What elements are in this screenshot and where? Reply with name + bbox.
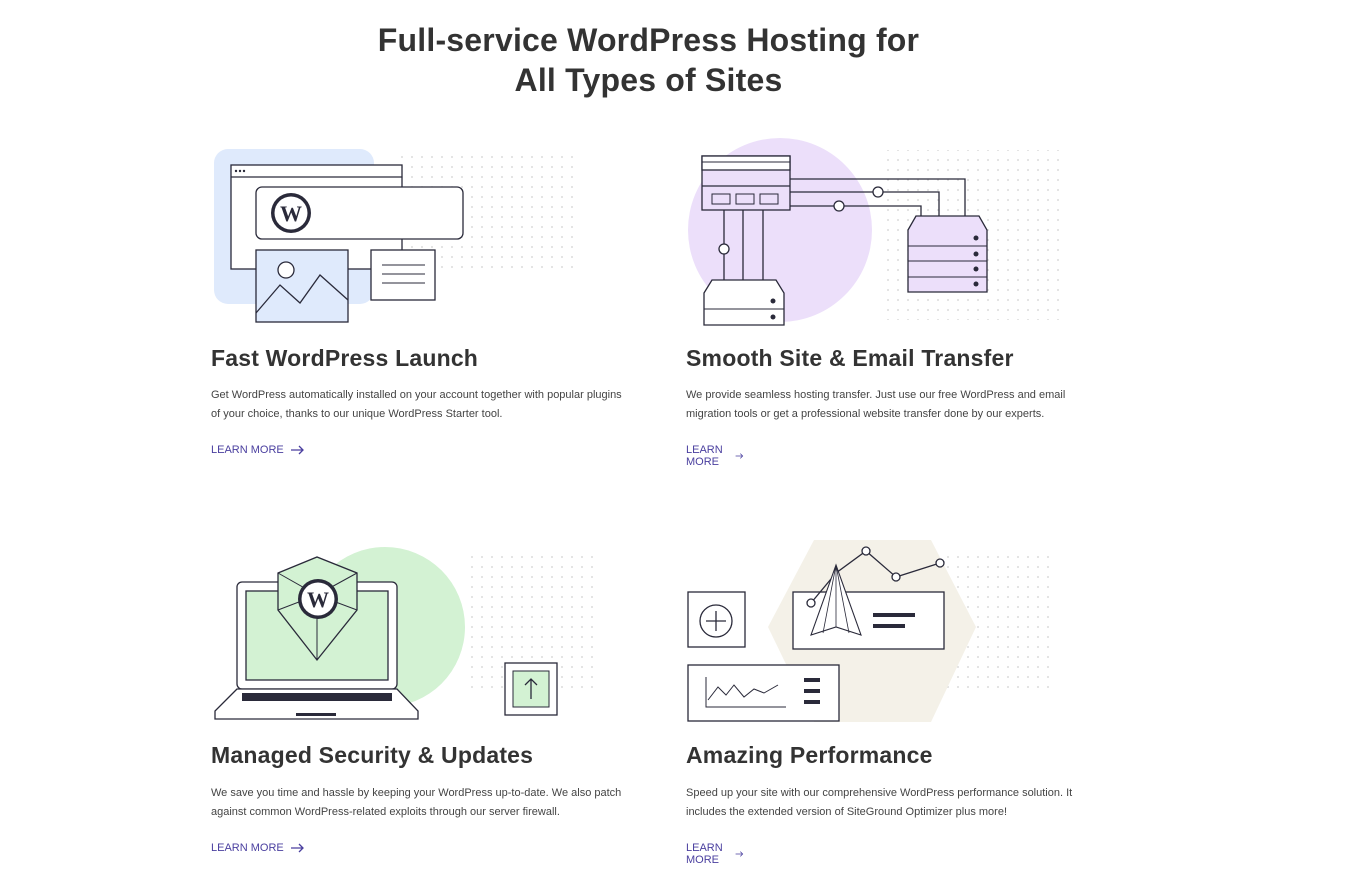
learn-more-link[interactable]: LEARN MORE [686,842,744,866]
learn-more-link[interactable]: LEARN MORE [211,444,305,456]
wordpress-launch-illustration: W [214,149,580,323]
arrow-right-icon [290,445,304,455]
svg-text:W: W [280,201,302,226]
feature-description: We save you time and hassle by keeping y… [211,787,622,818]
page-title: Full-service WordPress Hosting for All T… [377,22,920,98]
feature-heading: Managed Security & Updates [211,742,534,768]
performance-illustration [687,540,1056,722]
security-laptop-illustration: W [214,547,600,720]
arrow-up-icon [524,678,538,699]
feature-description: We provide seamless hosting transfer. Ju… [686,389,1066,420]
learn-more-link[interactable]: LEARN MORE [211,842,305,854]
arrow-right-icon [290,843,304,853]
learn-more-link[interactable]: LEARN MORE [686,444,744,468]
feature-description: Get WordPress automatically installed on… [211,389,622,420]
arrow-right-icon [735,851,744,857]
feature-heading: Amazing Performance [686,742,933,768]
feature-heading: Fast WordPress Launch [211,345,479,371]
site-transfer-illustration [688,138,1061,326]
svg-text:W: W [307,587,329,612]
feature-heading: Smooth Site & Email Transfer [686,345,1014,371]
feature-description: Speed up your site with our comprehensiv… [686,787,1073,818]
arrow-right-icon [735,453,744,459]
wordpress-logo-icon: W [271,193,311,233]
